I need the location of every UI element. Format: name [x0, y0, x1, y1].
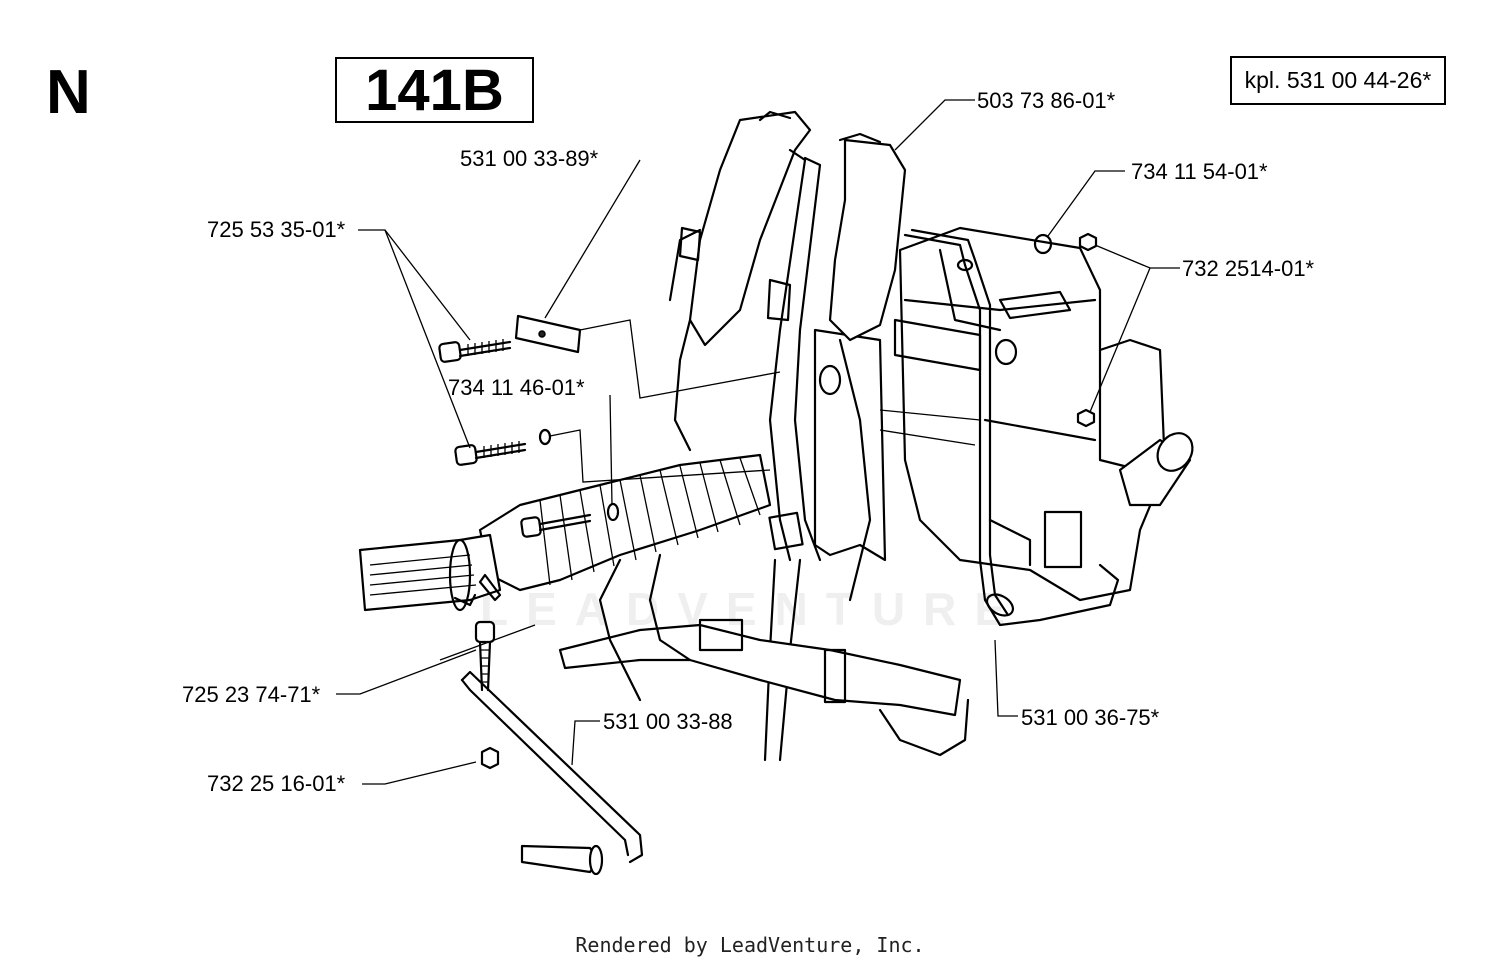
engine-housing	[898, 226, 1167, 602]
handle	[460, 670, 644, 876]
part-label-732-2514: 732 2514-01*	[1182, 256, 1315, 281]
flex-hose	[478, 453, 772, 592]
leader-lines	[336, 99, 1180, 785]
section-letter: N	[46, 58, 91, 127]
part-label-725-53-35: 725 53 35-01*	[207, 217, 346, 242]
outlet-tube	[1118, 432, 1194, 507]
footer-credit: Rendered by LeadVenture, Inc.	[575, 933, 925, 957]
blower-tube	[358, 533, 502, 612]
part-label-734-11-46: 734 11 46-01*	[448, 375, 585, 400]
kit-number-box: kpl. 531 00 44-26*	[1230, 56, 1446, 105]
backpack-harness	[668, 110, 907, 762]
part-label-531-00-33-89: 531 00 33-89*	[460, 146, 599, 171]
model-number-box: 141B	[335, 57, 534, 123]
part-label-531-00-36-75: 531 00 36-75*	[1021, 705, 1160, 730]
part-label-503-73-86: 503 73 86-01*	[977, 88, 1116, 113]
screws-725-53-35	[438, 339, 620, 538]
part-label-732-25-16: 732 25 16-01*	[207, 771, 346, 796]
part-label-734-11-54: 734 11 54-01*	[1131, 159, 1268, 184]
waist-belt	[558, 553, 970, 757]
washer-nuts	[1033, 232, 1098, 428]
part-label-531-00-33-88: 531 00 33-88	[603, 709, 733, 734]
plate-part	[514, 314, 582, 354]
frame	[903, 228, 1120, 627]
bolt-and-nut	[474, 573, 502, 770]
part-label-725-23-74: 725 23 74-71*	[182, 682, 321, 707]
